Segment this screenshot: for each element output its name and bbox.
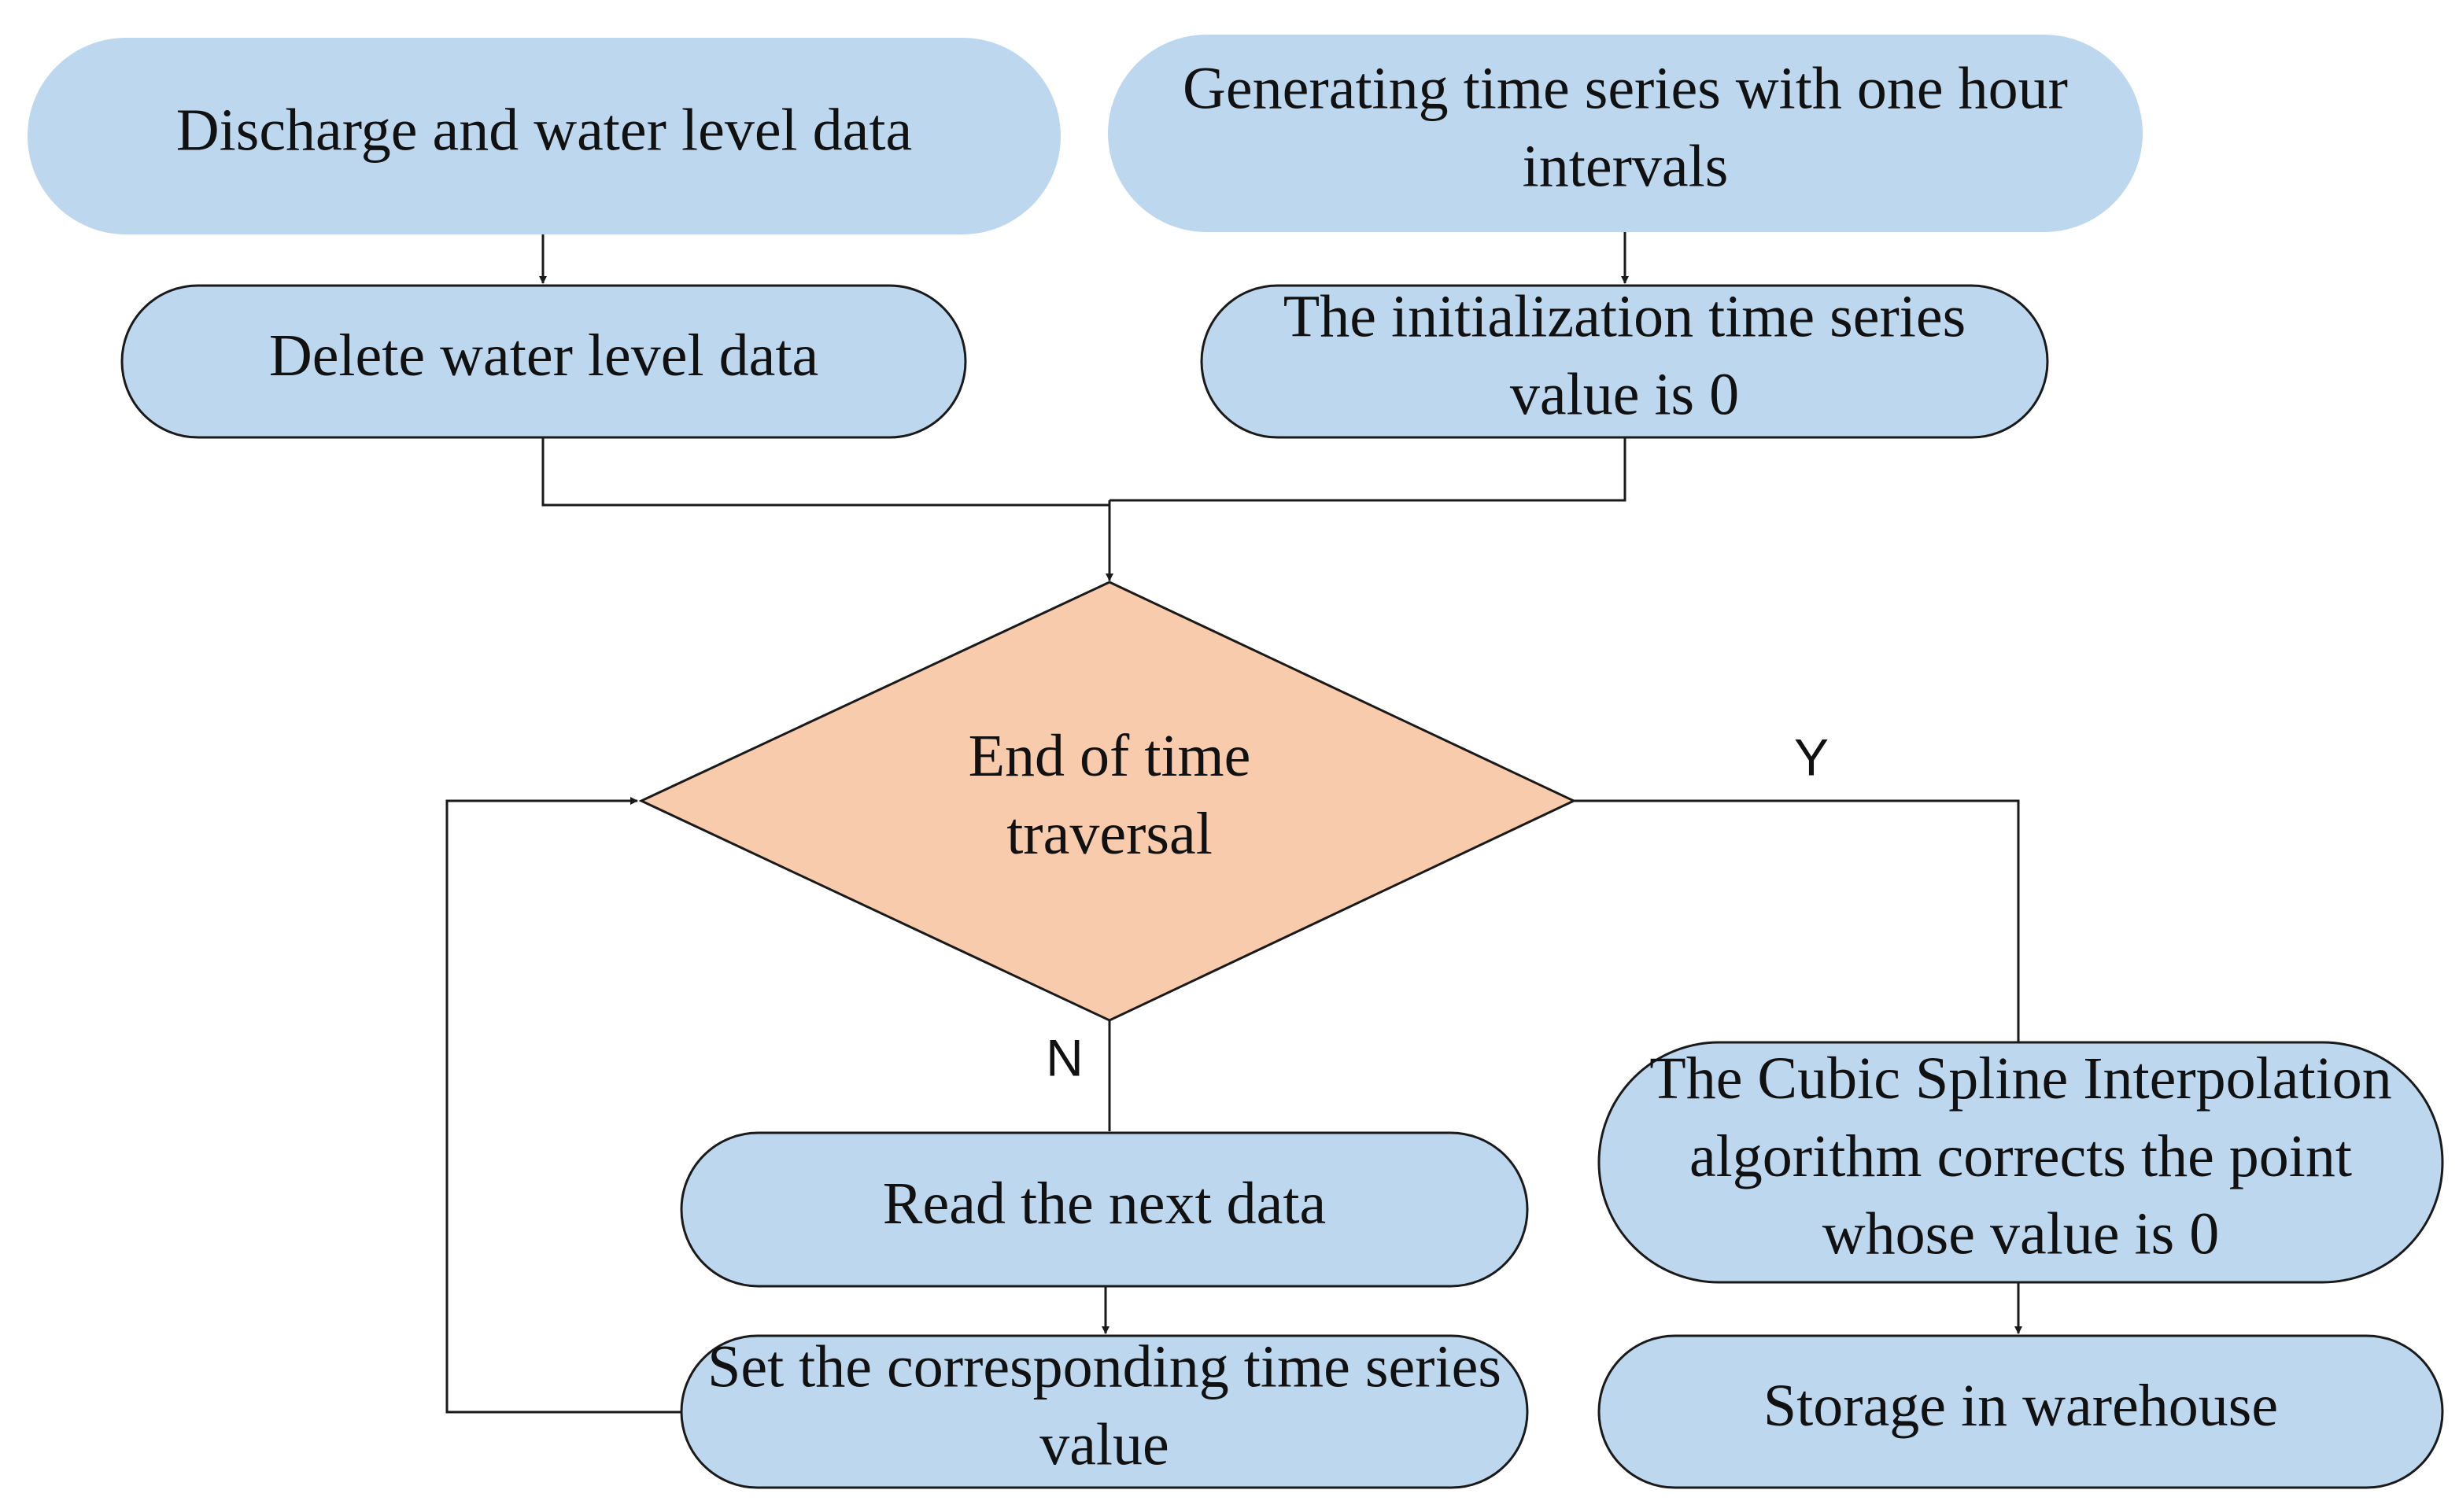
node-label-line: value [1039,1411,1169,1477]
connectors [445,232,2022,1414]
node-delete-water-level-data: Delete water level data [120,284,967,439]
node-shape [680,1131,1529,1288]
node-init-time-series: The initialization time series value is 0 [1200,284,2049,439]
node-cubic-spline-interpolation: The Cubic Spline Interpolation algorithm … [1597,1041,2444,1284]
node-label-line: Delete water level data [269,323,818,389]
node-shape [1597,1041,2444,1284]
node-shape [28,38,1061,234]
node-read-next-data: Read the next data [680,1131,1529,1288]
node-label-line: whose value is 0 [1822,1201,2219,1267]
branch-label-no: N [1046,1028,1084,1086]
node-label-line: The initialization time series [1283,284,1966,350]
node-label-line: Generating time series with one hour [1183,56,2068,122]
node-label-line: intervals [1523,133,1729,199]
node-shape [1597,1334,2444,1489]
node-shape [1108,35,2143,232]
node-shape [680,1334,1529,1489]
node-label-line: Discharge and water level data [176,97,913,163]
node-discharge-water-level-data: Discharge and water level data [28,38,1061,234]
connector-yes-branch [1574,799,2020,1042]
node-label-line: End of time [969,723,1251,789]
connector-delete-to-merge [541,437,1110,507]
node-label-line: traversal [1006,801,1213,867]
node-label-line: Read the next data [883,1171,1326,1237]
node-generate-time-series: Generating time series with one hour inte… [1108,35,2143,232]
decision-shape [638,581,1577,1022]
node-label-line: Set the corresponding time series [707,1334,1501,1400]
node-label-line: Storage in warehouse [1763,1373,2278,1439]
node-label-line: The Cubic Spline Interpolation [1649,1045,2391,1112]
decision-end-of-time-traversal: End of time traversal [638,581,1577,1022]
node-set-time-series-value: Set the corresponding time series value [680,1334,1529,1489]
branch-label-yes: Y [1794,728,1829,786]
node-label-line: value is 0 [1510,361,1739,427]
arrow-loop-back-to-decision [445,797,681,1414]
node-shape [120,284,967,439]
connector-init-to-merge [1110,437,1626,502]
node-label-line: algorithm corrects the point [1689,1123,2352,1189]
node-storage-in-warehouse: Storage in warehouse [1597,1334,2444,1489]
node-shape [1200,284,2049,439]
